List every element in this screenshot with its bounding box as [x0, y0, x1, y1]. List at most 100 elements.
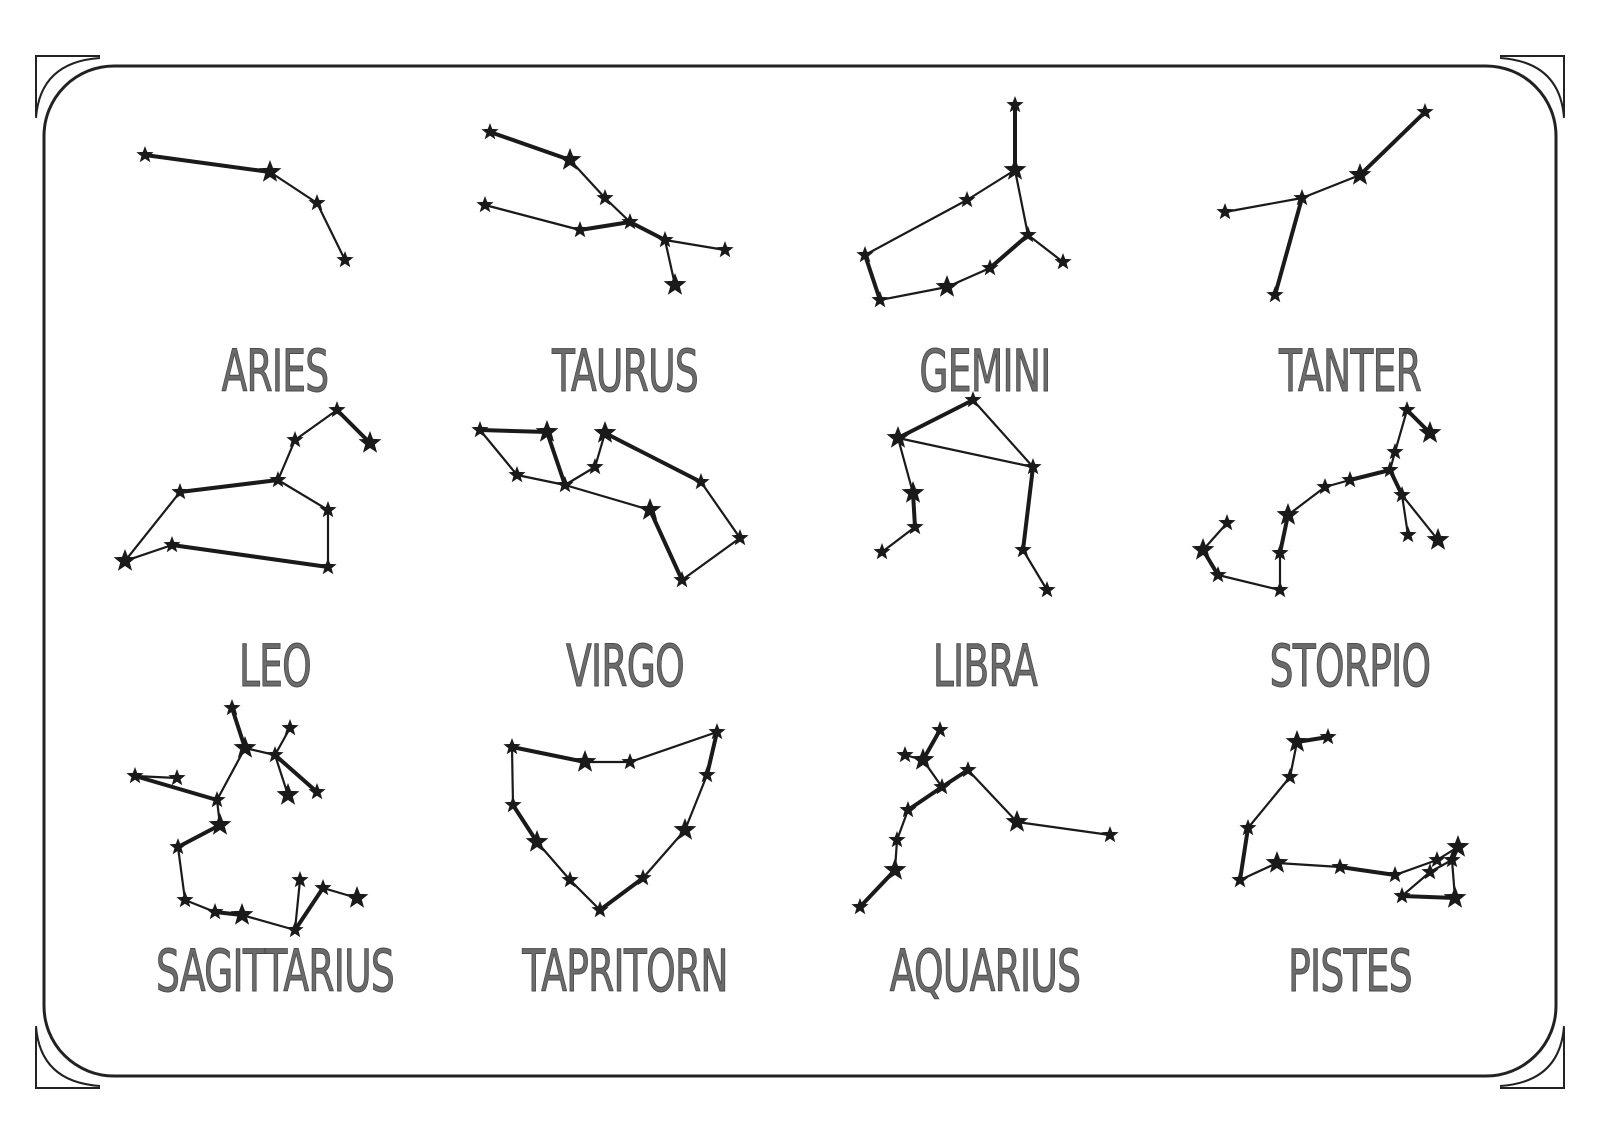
star-icon [223, 699, 241, 716]
constellation-line [1246, 775, 1292, 830]
star-icon [1019, 226, 1037, 243]
constellation-line [628, 220, 667, 242]
constellation-label: TAPRITORN [522, 937, 729, 1005]
constellation-line [133, 774, 219, 802]
pisces-diagram [1231, 728, 1470, 908]
star-icon [504, 796, 522, 813]
star-icon [673, 818, 697, 840]
star-icon [291, 871, 309, 888]
gemini-diagram [856, 96, 1072, 308]
constellation-pisces: PISTES [1170, 700, 1530, 1040]
constellation-line [1021, 548, 1049, 592]
constellation-label: PISTES [1288, 937, 1413, 1005]
constellation-line [293, 878, 302, 932]
star-icon [906, 518, 924, 535]
constellation-line [1026, 233, 1065, 264]
constellation-line [1216, 573, 1282, 592]
constellation-line [683, 773, 709, 832]
star-icon [230, 903, 254, 925]
constellation-line [240, 913, 297, 932]
star-icon [1381, 461, 1399, 478]
star-icon [1393, 887, 1411, 904]
star-icon [163, 536, 181, 553]
star-icon [573, 750, 597, 772]
constellation-scorpio: STORPIO [1170, 395, 1530, 735]
star-icon [1386, 443, 1404, 460]
constellation-line [1400, 870, 1432, 898]
star-icon [276, 783, 300, 805]
constellation-line [863, 253, 882, 302]
constellation-label: SAGITTARIUS [155, 937, 395, 1005]
star-icon [708, 723, 726, 740]
star-icon [1218, 514, 1236, 531]
star-icon [126, 767, 144, 784]
constellation-line [878, 285, 949, 302]
star-icon [1271, 544, 1289, 561]
star-icon [1003, 158, 1027, 180]
star-icon [1276, 503, 1300, 525]
star-icon [1281, 768, 1299, 785]
constellation-line [133, 774, 179, 780]
constellation-line [863, 198, 969, 257]
constellation-line [515, 473, 567, 487]
star-icon [1271, 581, 1289, 598]
star-icon [308, 783, 326, 800]
constellation-line [598, 876, 645, 912]
constellation-line [966, 768, 1019, 824]
constellation-gemini: GEMINI [805, 96, 1165, 440]
star-icon [136, 146, 154, 163]
star-icon [1316, 478, 1334, 495]
star-icon [171, 483, 189, 500]
constellation-line [268, 170, 319, 205]
constellation-label: TANTER [1279, 337, 1422, 405]
star-icon [663, 273, 687, 295]
virgo-diagram [471, 420, 749, 588]
constellation-line [510, 745, 515, 807]
star-icon [476, 196, 494, 213]
star-icon [901, 481, 925, 503]
constellation-line [1393, 408, 1409, 454]
constellation-line [896, 436, 1035, 469]
constellation-line [215, 746, 247, 802]
constellation-leo: LEO [95, 395, 455, 735]
star-icon [621, 213, 639, 230]
star-icon [319, 501, 337, 518]
constellation-line [563, 483, 652, 512]
constellation-line [880, 525, 917, 554]
star-icon [933, 778, 951, 795]
star-icon [1285, 730, 1309, 752]
star-icon [656, 231, 674, 248]
star-icon [856, 246, 874, 263]
constellation-line [478, 428, 549, 434]
constellation-label: TAURUS [551, 337, 699, 405]
constellation-line [1238, 826, 1250, 882]
constellation-line [510, 745, 587, 764]
constellation-cancer: TANTER [1170, 100, 1530, 440]
star-icon [1341, 471, 1359, 488]
constellation-line [176, 845, 187, 902]
constellation-line [1275, 861, 1342, 869]
constellation-line [483, 203, 582, 232]
constellation-line [1021, 465, 1035, 552]
star-icon [1348, 163, 1372, 185]
constellation-line [896, 436, 915, 495]
star-icon [1428, 851, 1446, 868]
constellation-label: LEO [238, 632, 313, 700]
star-icon [596, 189, 614, 206]
star-icon [269, 471, 287, 488]
constellation-label: AQUARIUS [889, 937, 1081, 1005]
star-icon [1231, 871, 1249, 888]
star-icon [931, 721, 949, 738]
star-icon [1421, 863, 1439, 880]
constellation-label: STORPIO [1269, 632, 1431, 700]
star-icon [503, 738, 521, 755]
constellation-line [178, 478, 280, 494]
constellation-libra: LIBRA [805, 391, 1165, 735]
star-icon [698, 766, 716, 783]
star-icon [1331, 858, 1349, 875]
star-icon [358, 431, 382, 453]
sagittarius-diagram [126, 699, 369, 938]
star-icon [638, 498, 662, 520]
constellation-line [273, 753, 319, 794]
